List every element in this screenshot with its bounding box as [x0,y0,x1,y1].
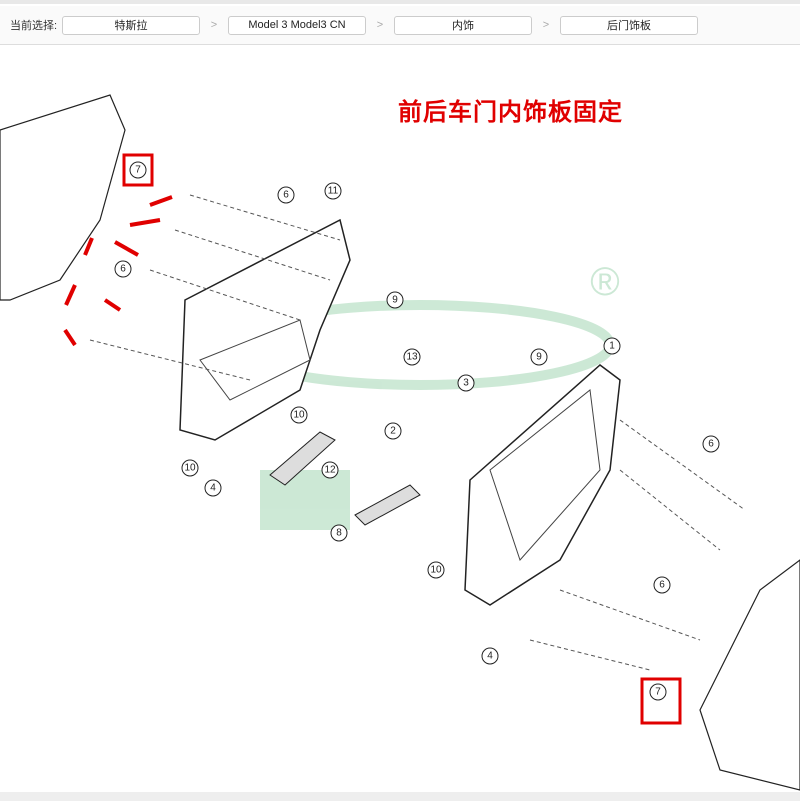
callout[interactable]: 8 [330,524,348,542]
svg-text:9: 9 [536,352,542,363]
svg-text:6: 6 [283,190,289,201]
callout[interactable]: 11 [324,182,342,200]
diagram-title: 前后车门内饰板固定 [398,99,623,126]
rear-door-trim-panel [179,218,351,441]
breadcrumb-category[interactable]: 内饰 [394,15,532,35]
svg-text:4: 4 [487,651,493,662]
callout[interactable]: 4 [481,647,499,665]
front-door-trim-panel [464,364,621,606]
window-top-edge [0,0,800,4]
callout[interactable]: 3 [457,374,475,392]
armrest-pad-8 [354,484,421,526]
callout[interactable]: 6 [114,260,132,278]
svg-text:10: 10 [293,410,305,421]
armrest-pad-12 [269,431,336,486]
svg-text:10: 10 [430,565,442,576]
callout[interactable]: 10 [427,561,445,579]
svg-text:7: 7 [655,687,661,698]
breadcrumb-model[interactable]: Model 3 Model3 CN [228,15,366,35]
svg-text:2: 2 [390,426,396,437]
parts-diagram: ® 7 6 11 6 9 13 9 3 1 10 2 10 4 12 8 6 1… [0,94,800,791]
svg-text:11: 11 [328,186,339,197]
svg-text:1: 1 [609,341,615,352]
breadcrumb-separator: > [542,19,550,31]
callout[interactable]: 2 [384,422,402,440]
right-door-seal-sheet [699,559,800,791]
callout[interactable]: 4 [204,479,222,497]
breadcrumb-separator: > [376,19,384,31]
svg-text:7: 7 [135,165,141,176]
breadcrumb-part[interactable]: 后门饰板 [560,15,698,35]
svg-text:12: 12 [324,465,336,476]
callout[interactable]: 1 [603,337,621,355]
svg-text:8: 8 [336,528,342,539]
red-arrows [63,195,173,347]
callout[interactable]: 7 [129,161,147,179]
svg-text:3: 3 [463,378,469,389]
svg-text:6: 6 [659,580,665,591]
watermark-registered-mark: ® [590,260,619,304]
callout[interactable]: 9 [530,348,548,366]
svg-text:13: 13 [406,352,418,363]
left-door-seal-sheet [0,94,126,301]
callout[interactable]: 7 [649,683,667,701]
highlight-box-bottom [640,677,682,725]
callout[interactable]: 10 [290,406,308,424]
svg-text:6: 6 [120,264,126,275]
callout[interactable]: 12 [321,461,339,479]
highlight-box-top [122,153,154,187]
callout[interactable]: 10 [181,459,199,477]
breadcrumb-separator: > [210,19,218,31]
svg-text:9: 9 [392,295,398,306]
callout[interactable]: 6 [277,186,295,204]
svg-text:4: 4 [210,483,216,494]
callout[interactable]: 6 [653,576,671,594]
svg-text:6: 6 [708,439,714,450]
callout[interactable]: 13 [403,348,421,366]
breadcrumb: 当前选择: 特斯拉 > Model 3 Model3 CN > 内饰 > 后门饰… [0,6,800,45]
callout[interactable]: 9 [386,291,404,309]
breadcrumb-label: 当前选择: [10,20,58,32]
svg-text:10: 10 [184,463,196,474]
breadcrumb-brand[interactable]: 特斯拉 [62,15,200,35]
window-bottom-edge [0,792,800,801]
callout[interactable]: 6 [702,435,720,453]
